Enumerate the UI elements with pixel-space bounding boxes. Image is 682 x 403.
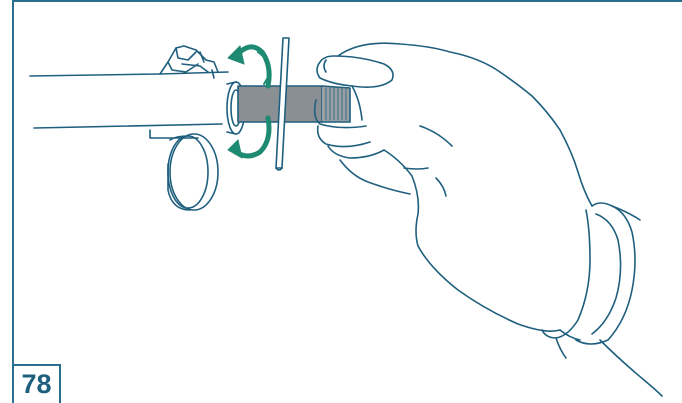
ring-mount xyxy=(168,134,218,210)
tube xyxy=(30,72,228,138)
threaded-rod xyxy=(238,86,350,122)
step-number: 78 xyxy=(12,364,61,403)
gloved-hand xyxy=(315,43,662,396)
